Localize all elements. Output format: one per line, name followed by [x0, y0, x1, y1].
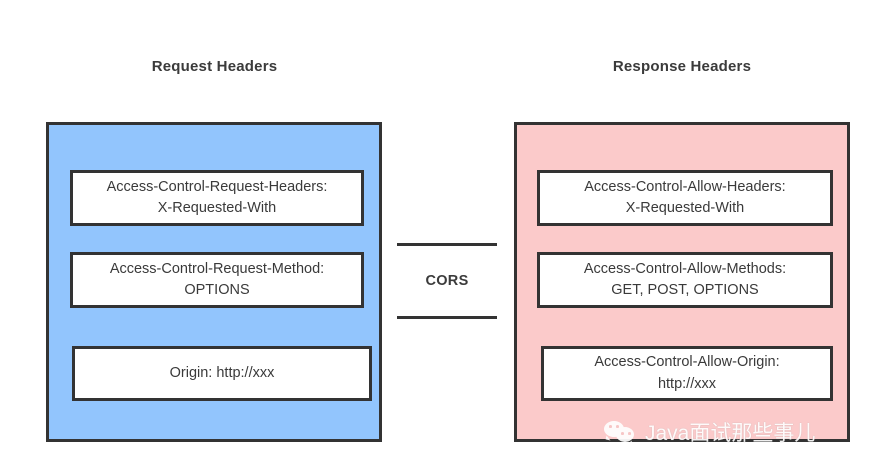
request-header-box-2: Access-Control-Request-Method: OPTIONS [70, 252, 364, 308]
request-header-box-1: Access-Control-Request-Headers: X-Reques… [70, 170, 364, 226]
response-header-3-name: Access-Control-Allow-Origin: [594, 354, 780, 371]
cors-rule-bottom [397, 316, 497, 319]
request-header-1-name: Access-Control-Request-Headers: [106, 178, 328, 195]
response-header-2-name: Access-Control-Allow-Methods: [583, 260, 787, 277]
request-headers-panel: Access-Control-Request-Headers: X-Reques… [46, 122, 382, 442]
response-header-2-value: GET, POST, OPTIONS [611, 282, 759, 298]
request-header-1-value: X-Requested-With [157, 200, 277, 216]
response-header-box-3: Access-Control-Allow-Origin: http://xxx [541, 346, 833, 401]
request-headers-title: Request Headers [151, 58, 278, 75]
cors-rule-top [397, 243, 497, 246]
cors-connector: CORS [397, 243, 497, 319]
request-header-3-name: Origin: http://xxx [169, 364, 275, 381]
response-header-3-value: http://xxx [657, 375, 716, 392]
cors-label: CORS [425, 273, 469, 289]
response-headers-title: Response Headers [612, 58, 752, 75]
response-header-box-1: Access-Control-Allow-Headers: X-Requeste… [537, 170, 833, 226]
request-header-2-name: Access-Control-Request-Method: [109, 260, 325, 277]
response-header-box-2: Access-Control-Allow-Methods: GET, POST,… [537, 252, 833, 308]
response-header-1-value: X-Requested-With [625, 200, 745, 216]
response-header-1-name: Access-Control-Allow-Headers: [584, 178, 786, 195]
request-header-box-3: Origin: http://xxx [72, 346, 372, 401]
request-header-2-value: OPTIONS [184, 282, 250, 298]
response-headers-panel: Access-Control-Allow-Headers: X-Requeste… [514, 122, 850, 442]
